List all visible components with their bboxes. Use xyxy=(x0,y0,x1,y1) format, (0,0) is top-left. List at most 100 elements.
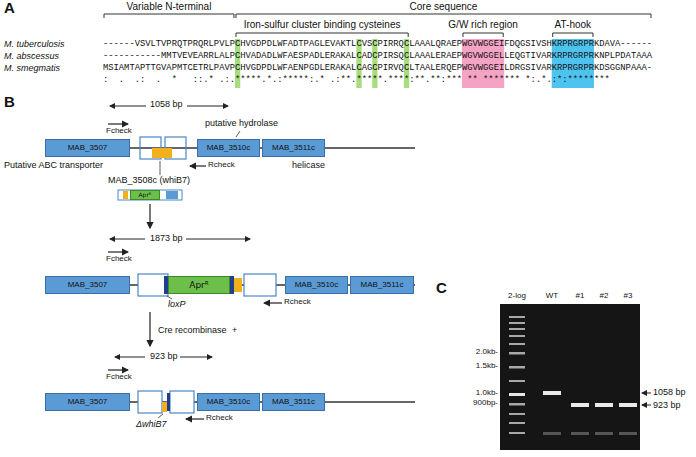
ladder-band xyxy=(509,403,525,406)
label: putative hydrolase xyxy=(205,119,278,129)
size-arrow xyxy=(110,106,146,107)
label: Fcheck xyxy=(106,127,132,136)
panel-letter: C xyxy=(436,280,447,297)
faint-band xyxy=(571,432,589,435)
label: WT xyxy=(546,292,558,301)
gene-name: MAB_3507 xyxy=(68,144,108,152)
construct-outline xyxy=(118,190,182,200)
gene-box: MAB_3511c xyxy=(350,276,414,294)
ladder-bands xyxy=(509,316,525,434)
pcr-band xyxy=(619,403,637,407)
primer-arrow xyxy=(108,369,128,370)
gene-box: MAB_3507 xyxy=(45,393,130,411)
construct-part xyxy=(234,278,242,292)
gene-name: MAB_3507 xyxy=(68,398,108,406)
resistance-cassette: Aprᴿ xyxy=(168,276,230,294)
faint-band xyxy=(595,432,613,435)
primer-arrow xyxy=(264,302,282,303)
size-arrow xyxy=(186,239,250,240)
primer-arrow xyxy=(186,418,204,419)
sequence-row: -----------MMTVEVEARRLALPCHVADADLWFAESPA… xyxy=(103,52,652,62)
homology-arm xyxy=(138,274,168,296)
leader-line xyxy=(158,414,163,418)
panel-letter: B xyxy=(4,94,15,111)
gene-name: MAB_3510c xyxy=(295,281,339,289)
sequence-row: : . .: . * ::.* .:.*****.*.:*****:.* .:*… xyxy=(103,76,610,86)
leader-line xyxy=(236,131,240,137)
label: Fcheck xyxy=(106,373,132,382)
region-bracket xyxy=(463,33,503,37)
label: M. tuberculosis xyxy=(4,40,65,50)
label: Variable N-terminal xyxy=(127,1,212,12)
label: Rcheck xyxy=(208,161,235,170)
ladder-band xyxy=(509,316,525,318)
ladder-band xyxy=(509,322,525,324)
label: G/W rich region xyxy=(448,19,517,30)
label: Putative ABC transporter xyxy=(4,161,103,171)
ladder-band xyxy=(509,413,525,415)
gene-name: MAB_3511c xyxy=(361,281,404,289)
label: #3 xyxy=(624,292,633,301)
gene-box: MAB_3507 xyxy=(45,276,130,294)
label: 1.5kb- xyxy=(476,362,498,371)
label: 1058 bp xyxy=(653,388,686,398)
construct-part xyxy=(166,191,178,199)
gene-box: MAB_3511c xyxy=(262,139,325,157)
pcr-band xyxy=(571,403,589,407)
label: ΔwhiB7 xyxy=(136,420,167,430)
ladder-band xyxy=(509,343,525,345)
homology-arm xyxy=(170,391,194,413)
gene-name: Aprᴿ xyxy=(138,192,151,198)
region-bracket xyxy=(104,14,234,18)
band-pointer xyxy=(642,393,651,394)
ladder-band xyxy=(509,380,525,382)
region-bracket xyxy=(236,14,651,18)
size-arrow xyxy=(110,239,145,240)
label: loxP xyxy=(168,300,186,310)
label: #1 xyxy=(576,292,585,301)
label: 1.0kb- xyxy=(476,389,498,398)
label: Core sequence xyxy=(410,1,478,12)
label: Iron-sulfur cluster binding cysteines xyxy=(244,19,401,30)
gene-box: MAB_3511c xyxy=(262,393,325,411)
gene-box: MAB_3510c xyxy=(197,139,260,157)
construct-part xyxy=(123,191,128,199)
gene-box: MAB_3510c xyxy=(197,393,260,411)
label: Rcheck xyxy=(284,298,311,307)
region-bracket xyxy=(553,33,593,37)
label: #2 xyxy=(600,292,609,301)
label: 2-log xyxy=(508,292,526,301)
size-arrow xyxy=(115,357,145,358)
label: 1873 bp xyxy=(150,234,183,244)
gel xyxy=(500,304,640,450)
alignment-highlights xyxy=(104,14,651,88)
label: 923 bp xyxy=(653,401,681,411)
label: AT-hook xyxy=(555,19,592,30)
label: 1058 bp xyxy=(150,100,183,110)
ladder-band xyxy=(509,328,525,330)
size-arrow xyxy=(187,106,228,107)
label: + xyxy=(232,326,237,336)
pcr-band xyxy=(543,391,561,395)
band-pointer xyxy=(642,405,651,406)
size-arrow xyxy=(180,357,212,358)
primer-arrow xyxy=(108,123,128,124)
ladder-band xyxy=(509,366,525,369)
leader-line xyxy=(167,296,172,299)
gene-box: MAB_3507 xyxy=(45,139,130,157)
label: MAB_3508c (whiB7) xyxy=(108,176,190,186)
ladder-band xyxy=(509,335,525,337)
ladder-band xyxy=(509,352,525,355)
faint-band xyxy=(619,432,637,435)
label: M. abscessus xyxy=(4,52,59,62)
ladder-band xyxy=(509,393,525,396)
gene-name: MAB_3510c xyxy=(207,398,251,406)
label: Fcheck xyxy=(106,255,132,264)
label: Cre recombinase xyxy=(158,326,227,336)
whib7-scar xyxy=(162,402,167,412)
sequence-row: MSIAMTAPTTGVAPMTCETRLPAVPCHVGDPDLWFAENPG… xyxy=(103,64,652,74)
panel-letter: A xyxy=(4,0,15,17)
region-bracket xyxy=(236,33,408,37)
gene-name: MAB_3507 xyxy=(68,281,108,289)
